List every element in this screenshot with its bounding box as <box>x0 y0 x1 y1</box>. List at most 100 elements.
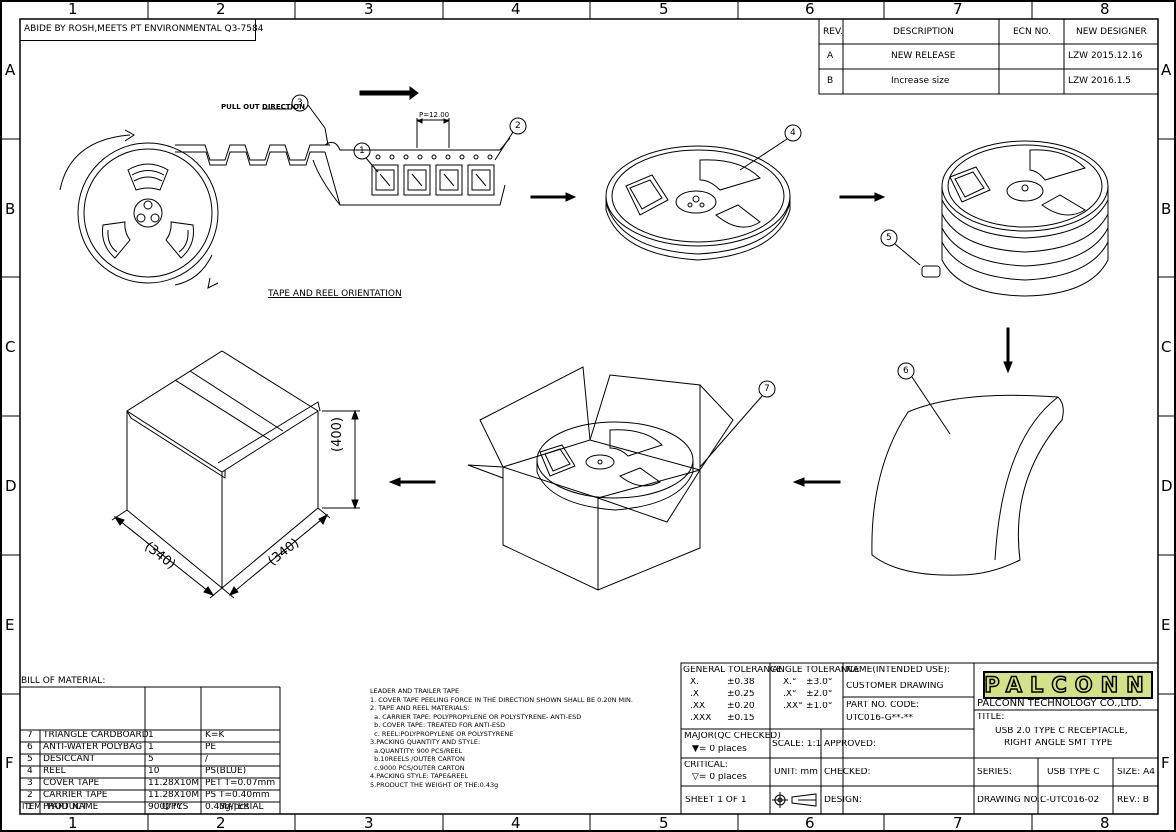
note-line: 5.PRODUCT THE WEIGHT OF THE:0.43g <box>370 780 499 789</box>
bom-qty: 5 <box>148 755 154 764</box>
bom-part-name: COVER TAPE <box>43 779 100 788</box>
zone-col-6-bottom: 6 <box>805 814 815 832</box>
bom-item-no: 1 <box>27 803 33 812</box>
zone-col-3-bottom: 3 <box>364 814 374 832</box>
bom-part-name: TRIANGLE CARDBOARD <box>43 731 149 740</box>
bom-item-no: 7 <box>27 731 33 740</box>
description-header: DESCRIPTION <box>893 27 954 37</box>
tape-strip <box>175 118 511 206</box>
bom-header-name: PART NAME <box>47 803 99 812</box>
zone-col-2: 2 <box>216 0 226 18</box>
zone-row-c-right: C <box>1161 338 1172 356</box>
major-label: MAJOR(QC CHECKED) <box>684 732 781 741</box>
bom-header-item: ITEM <box>22 803 42 811</box>
rev-a-designer: LZW 2015.12.16 <box>1068 51 1143 61</box>
approved-label: APPROVED: <box>824 740 876 749</box>
bom-qty: 10 <box>148 767 160 776</box>
title-label: TITLE: <box>977 713 1005 722</box>
reel-front-view <box>59 129 219 289</box>
pitch-label: P=12.00 <box>419 111 450 119</box>
compliance-note-box: ABIDE BY ROSH,MEETS PT ENVIRONMENTAL Q3-… <box>20 19 263 41</box>
zone-row-f-right: F <box>1161 754 1170 772</box>
bom-header-material: MATERIAL <box>219 803 264 812</box>
note-line: 3.PACKING QUANTITY AND STYLE: <box>370 738 481 746</box>
rev-b-designer: LZW 2016.1.5 <box>1068 76 1132 86</box>
callout-5: 5 <box>886 233 892 243</box>
ang-tol-value: ±2.0° <box>806 690 833 699</box>
zone-col-7: 7 <box>953 0 963 18</box>
callout-7: 7 <box>764 384 770 394</box>
name-label: NAME(INTENDED USE): <box>846 666 951 675</box>
size-label: SIZE: A4 <box>1117 768 1155 777</box>
bom-item-no: 5 <box>27 755 33 764</box>
reel-stack <box>941 140 1109 297</box>
company-logo: PALCONN <box>983 671 1153 699</box>
gen-tol-value: ±0.25 <box>727 690 755 699</box>
critical-value: ▽= 0 places <box>692 773 747 782</box>
note-line: LEADER AND TRAILER TAPE <box>370 687 460 695</box>
scale: SCALE: 1:1 <box>772 740 822 749</box>
bom-qty: 11.28X10M <box>148 791 200 800</box>
unit: UNIT: mm <box>774 768 818 777</box>
zone-row-e-right: E <box>1161 616 1171 634</box>
ang-tol-place: X.° <box>783 678 797 687</box>
zone-row-d-right: D <box>1161 477 1173 495</box>
bom-material: K=K <box>205 731 225 740</box>
bom-material: PE <box>205 743 217 752</box>
checked-label: CHECKED: <box>824 768 871 777</box>
gen-tol-place: X. <box>690 678 700 687</box>
zone-col-8: 8 <box>1100 0 1110 18</box>
zone-col-5: 5 <box>659 0 669 18</box>
rev-header: REV. <box>823 27 843 37</box>
name-value: CUSTOMER DRAWING <box>846 682 944 691</box>
bom-part-name: DESICCANT <box>43 755 95 764</box>
zone-row-a-right: A <box>1161 61 1172 79</box>
zone-row-b: B <box>5 200 16 218</box>
bom-qty: 1 <box>148 743 154 752</box>
note-line: 4.PACKING STYLE: TAPE&REEL <box>370 772 469 780</box>
zone-col-5-bottom: 5 <box>659 814 669 832</box>
title-line-1: USB 2.0 TYPE C RECEPTACLE, <box>995 727 1128 736</box>
gen-tol-value: ±0.38 <box>727 678 755 687</box>
series-label: SERIES: <box>977 768 1012 777</box>
zone-row-f: F <box>5 754 14 772</box>
bom-table-grid <box>19 686 281 815</box>
note-line: c.9000 PCS/OUTER CARTON <box>370 763 465 772</box>
gen-tol-place: .XX <box>690 702 706 711</box>
bom-title: BILL OF MATERIAL: <box>21 676 106 686</box>
callout-3: 3 <box>297 98 303 108</box>
callout-6: 6 <box>903 366 909 376</box>
bom-item-no: 4 <box>27 767 33 776</box>
rev-a-description: NEW RELEASE <box>891 51 956 61</box>
zone-col-8-bottom: 8 <box>1100 814 1110 832</box>
zone-col-1: 1 <box>68 0 78 18</box>
major-value: ▼= 0 places <box>692 745 747 754</box>
bom-part-name: PRODUCT <box>43 803 88 812</box>
title-line-2: RIGHT ANGLE SMT TYPE <box>1004 739 1113 748</box>
carton-height-dim: (400) <box>330 417 345 452</box>
zone-row-c: C <box>5 338 16 356</box>
bom-material: PS(BLUE) <box>205 767 247 776</box>
zone-row-e: E <box>5 616 15 634</box>
bom-material: PS T=0.40mm <box>205 791 270 800</box>
rev-value: REV.: B <box>1117 796 1149 805</box>
bom-item-no: 2 <box>27 791 33 800</box>
gen-tol-place: .XXX <box>690 714 712 723</box>
angle-tolerance-title: ANGLE TOLERANCE <box>772 666 860 675</box>
note-line: a. CARRIER TAPE: POLYPROPYLENE OR POLYST… <box>370 712 582 721</box>
part-no-value: UTC016-G**-** <box>846 714 913 723</box>
drawing-no-label: DRAWING NO.: <box>977 796 1043 805</box>
bom-part-name: REEL <box>43 767 66 776</box>
note-line: b.10REELS /OUTER CARTON <box>370 755 465 763</box>
zone-row-d: D <box>5 477 17 495</box>
zone-row-b-right: B <box>1161 200 1172 218</box>
critical-label: CRITICAL: <box>684 761 728 770</box>
zone-col-3: 3 <box>364 0 374 18</box>
orientation-caption: TAPE AND REEL ORIENTATION <box>268 289 402 299</box>
callout-1: 1 <box>359 146 365 156</box>
reel-isometric <box>605 145 791 261</box>
company-name: PALCONN TECHNOLOGY CO.,LTD. <box>977 699 1142 709</box>
bom-part-name: CARRIER TAPE <box>43 791 108 800</box>
